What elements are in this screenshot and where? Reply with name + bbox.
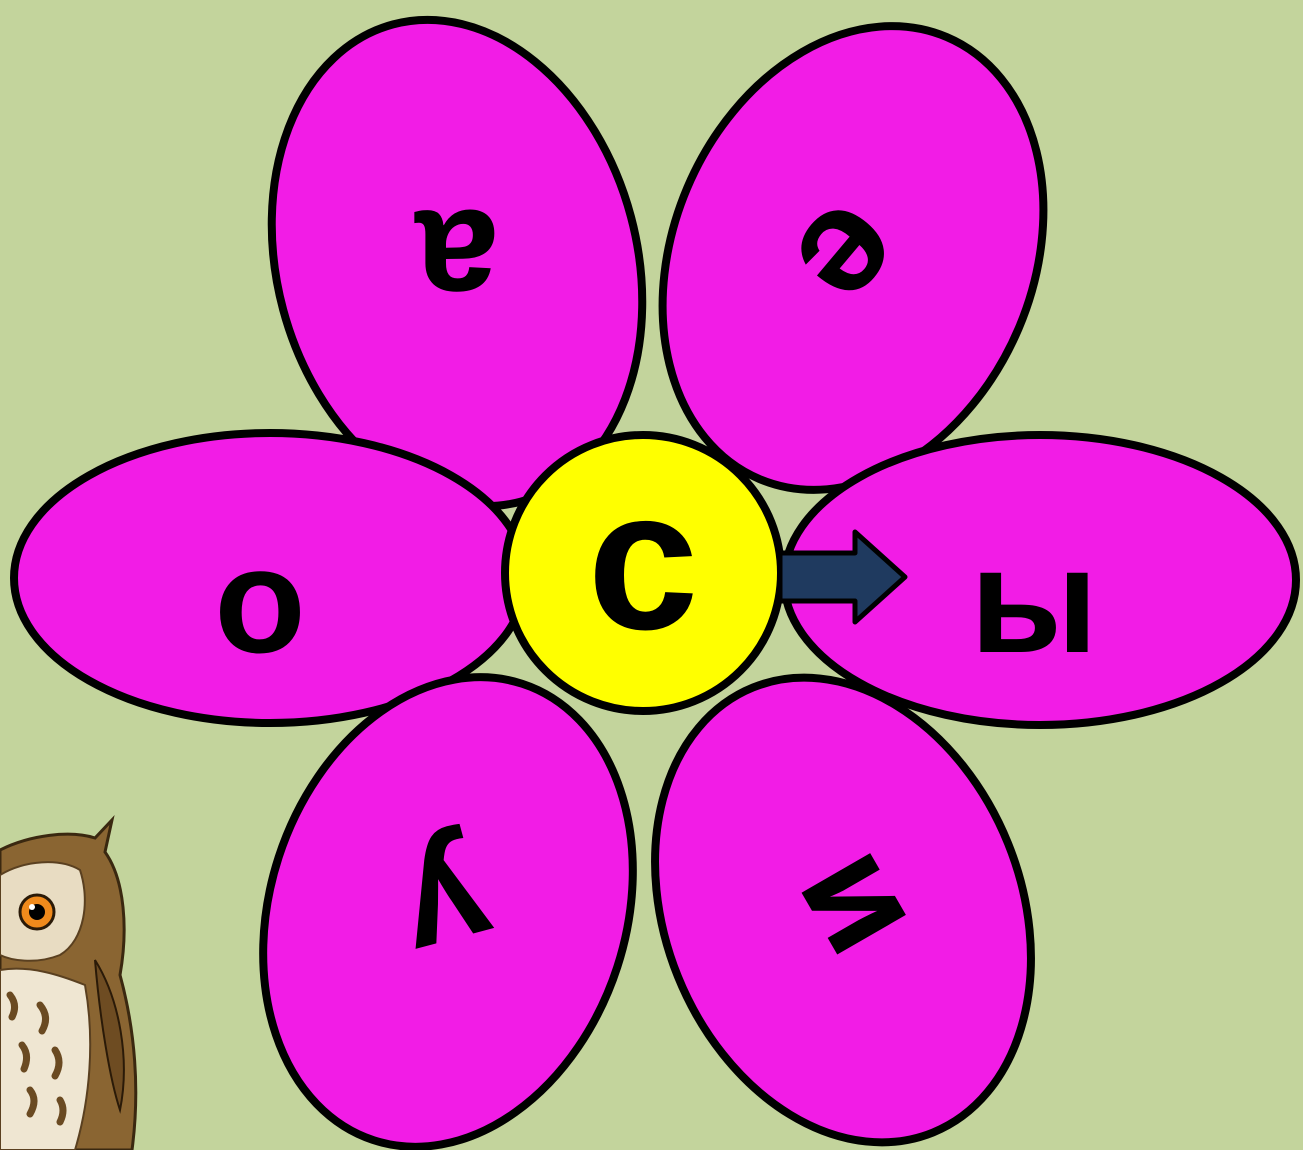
flower-center[interactable]: с [505,435,781,711]
petal-letter-top-left: а [414,179,499,347]
petal-letter-right: ы [970,516,1098,684]
owl-illustration [0,820,136,1150]
petal-letter-left: о [214,516,306,684]
center-letter: с [587,449,698,672]
